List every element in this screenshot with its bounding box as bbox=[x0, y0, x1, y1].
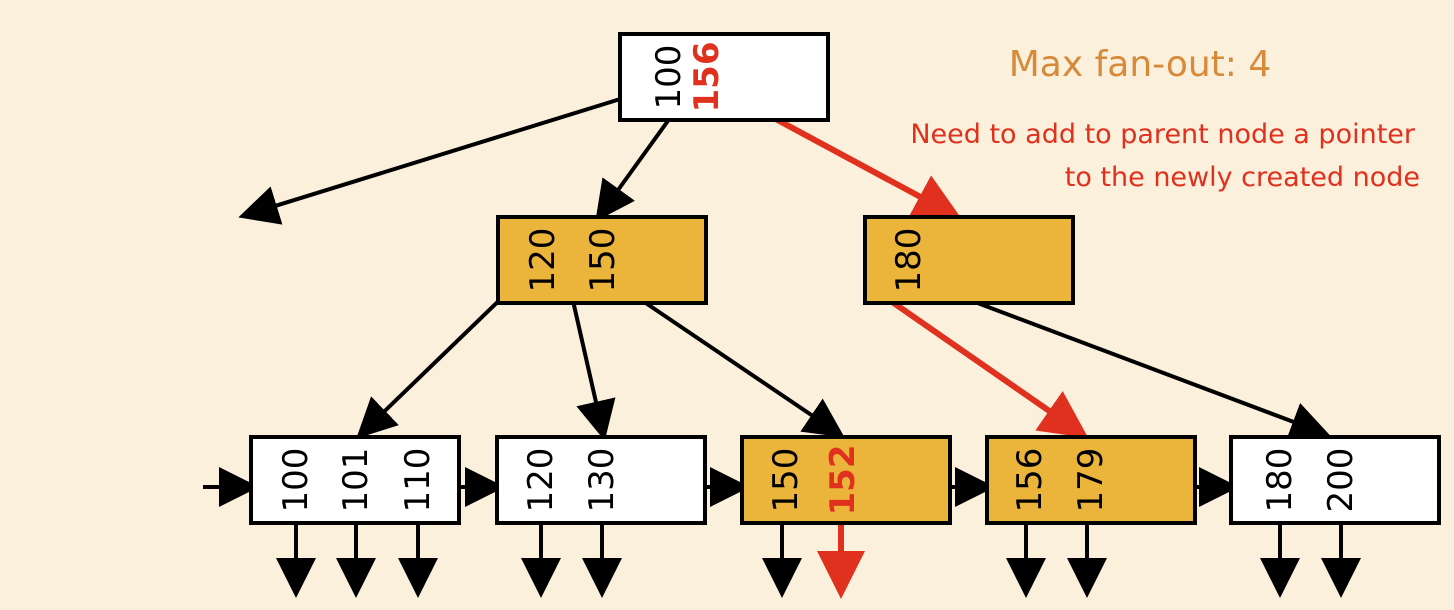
leaf-node-2-key-2: 130 bbox=[582, 448, 622, 513]
internal-node-a-key-1: 120 bbox=[523, 228, 563, 293]
leaf-node-2-box bbox=[495, 435, 707, 525]
leaf-node-1-key-3: 110 bbox=[398, 448, 438, 513]
leaf-node-4-key-2: 179 bbox=[1071, 448, 1111, 513]
internal-node-b: 180 bbox=[863, 215, 1075, 305]
note-line-2: to the newly created node bbox=[1065, 162, 1420, 193]
root-key-1: 100 bbox=[649, 45, 689, 110]
internal-node-b-key-1: 180 bbox=[889, 228, 929, 293]
edge-internal-a-to-leaf-1 bbox=[356, 288, 512, 439]
leaf-node-3-key-2: 152 bbox=[823, 445, 863, 516]
leaf-node-5-key-2: 200 bbox=[1321, 448, 1361, 513]
leaf-node-5-box bbox=[1229, 435, 1441, 525]
edge-internal-b-to-leaf-5 bbox=[934, 285, 1331, 441]
diagram-title: Max fan-out: 4 bbox=[1009, 44, 1272, 85]
root-node: 100 156 bbox=[618, 32, 830, 122]
internal-node-a-box bbox=[496, 215, 708, 305]
leaf-node-5: 180 200 bbox=[1229, 435, 1441, 525]
internal-node-b-box bbox=[863, 215, 1075, 305]
root-node-box bbox=[618, 32, 830, 122]
leaf-node-3-key-1: 150 bbox=[766, 448, 806, 513]
edge-internal-b-to-leaf-4 bbox=[873, 287, 1089, 439]
root-key-2: 156 bbox=[687, 42, 727, 113]
leaf-node-2-key-1: 120 bbox=[521, 448, 561, 513]
internal-node-a: 120 150 bbox=[496, 215, 708, 305]
leaf-node-3-box bbox=[740, 435, 952, 525]
leaf-node-4-key-1: 156 bbox=[1010, 448, 1050, 513]
leaf-node-4-box bbox=[985, 435, 1197, 525]
leaf-node-1: 100 101 110 bbox=[249, 435, 461, 525]
leaf-node-1-key-1: 100 bbox=[276, 448, 316, 513]
leaf-node-5-key-1: 180 bbox=[1260, 448, 1300, 513]
edge-internal-a-to-leaf-3 bbox=[626, 289, 845, 438]
leaf-node-2: 120 130 bbox=[495, 435, 707, 525]
edge-internal-a-to-leaf-2 bbox=[569, 291, 616, 441]
internal-node-a-key-2: 150 bbox=[583, 228, 623, 293]
note-line-1: Need to add to parent node a pointer bbox=[910, 119, 1416, 150]
edge-root-left-offscreen bbox=[238, 94, 631, 225]
leaf-node-4: 156 179 bbox=[985, 435, 1197, 525]
leaf-node-3: 150 152 bbox=[740, 435, 952, 525]
leaf-node-1-box bbox=[249, 435, 461, 525]
leaf-node-1-key-2: 101 bbox=[336, 448, 376, 513]
edge-root-to-internal-a bbox=[595, 116, 672, 222]
